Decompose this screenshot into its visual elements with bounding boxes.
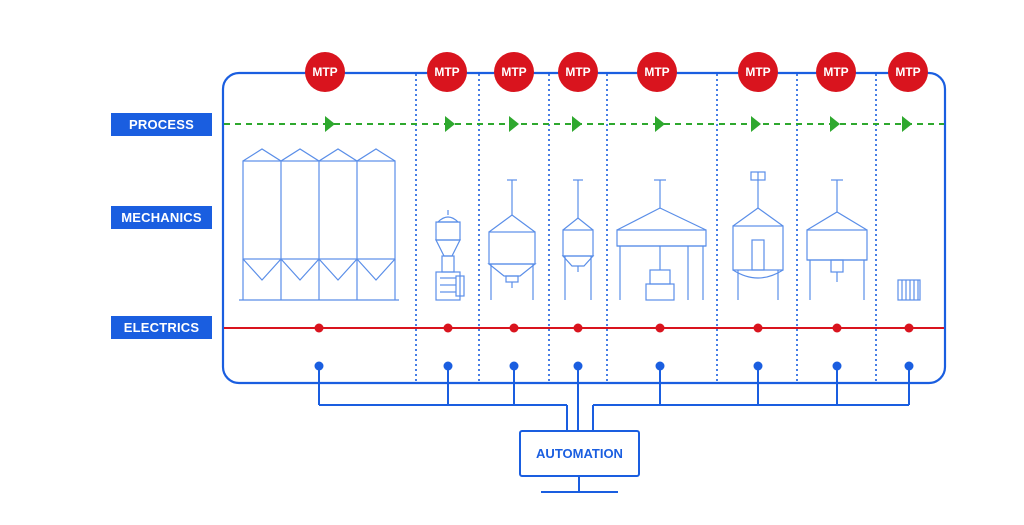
kettle-icon <box>732 171 784 300</box>
electrics-label: ELECTRICS <box>111 316 212 339</box>
automation-nodes <box>314 361 914 371</box>
automation-bus <box>318 366 910 493</box>
mtp-badge-kettle: MTP <box>738 52 778 92</box>
mechanics-label: MECHANICS <box>111 206 212 229</box>
electrics-nodes <box>314 323 914 333</box>
mtp-badge-lauter-tank: MTP <box>558 52 598 92</box>
mtp-badge-heat-exchanger: MTP <box>888 52 928 92</box>
heat-exchanger-icon <box>897 279 921 301</box>
mtp-badge-lauter-tun: MTP <box>637 52 677 92</box>
mixer-icon <box>435 210 465 301</box>
mtp-badge-whirlpool: MTP <box>816 52 856 92</box>
silos-icon <box>239 148 399 301</box>
mtp-badge-mash-tun: MTP <box>494 52 534 92</box>
plant-frame <box>221 71 947 385</box>
mtp-badge-mixer: MTP <box>427 52 467 92</box>
process-flow-arrows <box>325 116 912 132</box>
mtp-badge-silos: MTP <box>305 52 345 92</box>
mash-tun-icon <box>487 179 537 300</box>
module-dividers <box>415 74 877 382</box>
lauter-tun-icon <box>616 179 707 301</box>
whirlpool-icon <box>806 179 868 300</box>
lauter-tank-icon <box>561 179 595 300</box>
process-label: PROCESS <box>111 113 212 136</box>
automation-box: AUTOMATION <box>519 430 640 477</box>
